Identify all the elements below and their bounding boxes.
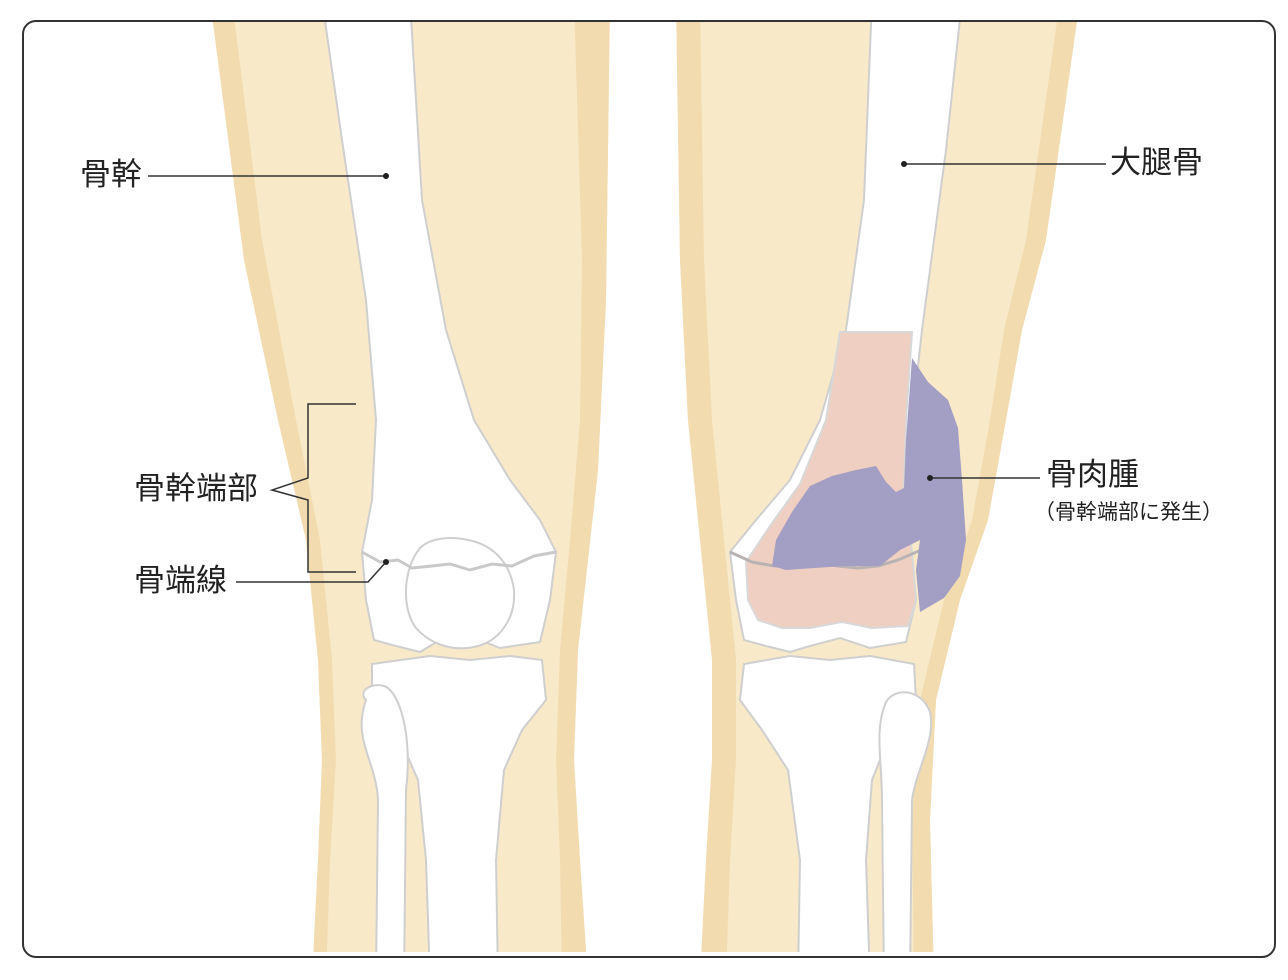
femur-dot [901, 161, 907, 167]
right-tibia [738, 654, 918, 952]
label-diaphysis: 骨幹 [80, 157, 142, 193]
right-leg [676, 22, 1080, 952]
tumor-mass [772, 358, 966, 612]
epiphyseal-line-dot [383, 559, 389, 565]
osteosarcoma-dot [927, 475, 933, 481]
diaphysis-dot [383, 173, 389, 179]
right-fibula [878, 691, 933, 952]
leader-dots [383, 161, 933, 565]
left-patella [405, 537, 516, 650]
label-osteosarcoma: 骨肉腫 [1046, 457, 1139, 493]
left-leg [210, 22, 610, 952]
label-femur: 大腿骨 [1110, 145, 1203, 181]
label-osteosarcoma-note: （骨幹端部に発生） [1034, 500, 1223, 524]
metaphysis-bracket [269, 403, 356, 573]
left-epiphyseal-line [361, 550, 557, 572]
label-metaphysis: 骨幹端部 [134, 471, 258, 507]
left-fibula [360, 684, 409, 952]
left-leg-shade [556, 22, 610, 952]
right-leg-shade [676, 22, 736, 952]
leader-lines [148, 163, 1106, 583]
epiphyseal-line-leader [236, 561, 387, 583]
label-epiphyseal-line: 骨端線 [134, 563, 227, 599]
